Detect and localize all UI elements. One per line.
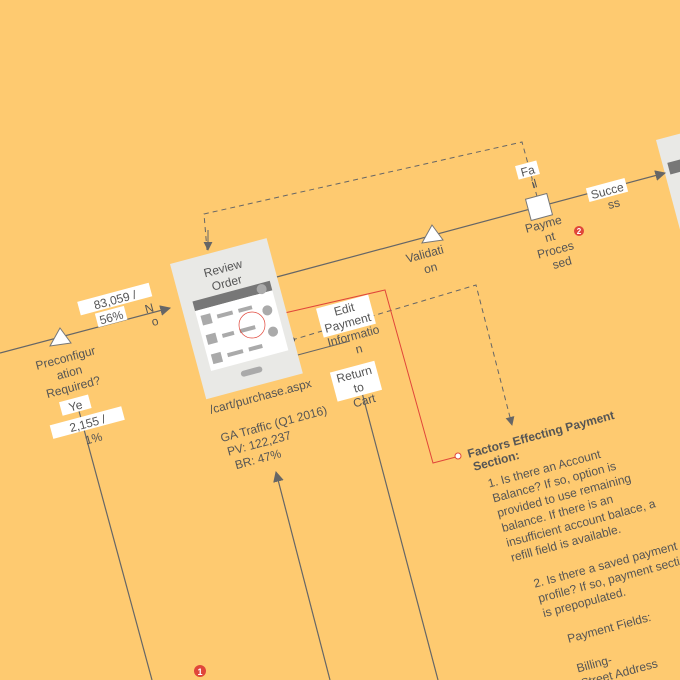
- payment-label: Payme nt Proces sed: [524, 213, 576, 272]
- note-line: Payment Fields:: [566, 610, 653, 646]
- badge-2: [574, 226, 584, 236]
- svg-text:ation: ation: [55, 362, 84, 382]
- return-to-cart-label: Return to Cart: [329, 360, 383, 411]
- svg-text:n: n: [354, 341, 364, 356]
- payment-processed-node[interactable]: [524, 192, 554, 222]
- review-order-card[interactable]: Review Order: [170, 238, 303, 400]
- yes-connector: [75, 399, 153, 680]
- entry-connector: [0, 305, 172, 354]
- validation-triangle-icon: [421, 224, 444, 244]
- fail-label: Fa: [519, 162, 536, 179]
- fail-dashed-connector: [203, 141, 539, 251]
- svg-text:to: to: [352, 379, 366, 395]
- return-connector: [359, 384, 439, 680]
- svg-text:Cart: Cart: [352, 391, 378, 411]
- decision-triangle-icon: [49, 327, 72, 347]
- inbound-connector: [273, 470, 331, 680]
- edit-payment-label: Edit Payment Informatio n: [316, 294, 381, 357]
- decision-label: Preconfigur ation Required?: [34, 343, 102, 401]
- yes-label: Ye: [67, 397, 84, 414]
- yes-count: 2,155 /: [68, 412, 108, 435]
- svg-text:on: on: [422, 260, 439, 277]
- annotation-connector: [266, 289, 457, 464]
- validation-label: Validati on: [404, 242, 445, 277]
- badge-1: [194, 665, 206, 677]
- svg-text:1. Is there an AccountBalance?: 1. Is there an AccountBalance? If so, op…: [486, 431, 680, 680]
- no-pct: 56%: [98, 308, 125, 328]
- svg-text:nt: nt: [543, 229, 557, 245]
- svg-text:2: 2: [577, 227, 582, 236]
- svg-text:il: il: [530, 176, 539, 191]
- next-page-card[interactable]: [656, 119, 680, 237]
- factors-note: Factors Effecting Payment Section: 1. Is…: [466, 408, 680, 680]
- svg-text:ss: ss: [606, 195, 621, 212]
- no-label: N: [143, 301, 155, 317]
- yes-pct: 1%: [83, 429, 104, 447]
- svg-text:o: o: [150, 314, 160, 329]
- svg-text:sed: sed: [551, 253, 573, 272]
- svg-text:Edit: Edit: [332, 300, 356, 319]
- svg-text:1: 1: [197, 667, 202, 677]
